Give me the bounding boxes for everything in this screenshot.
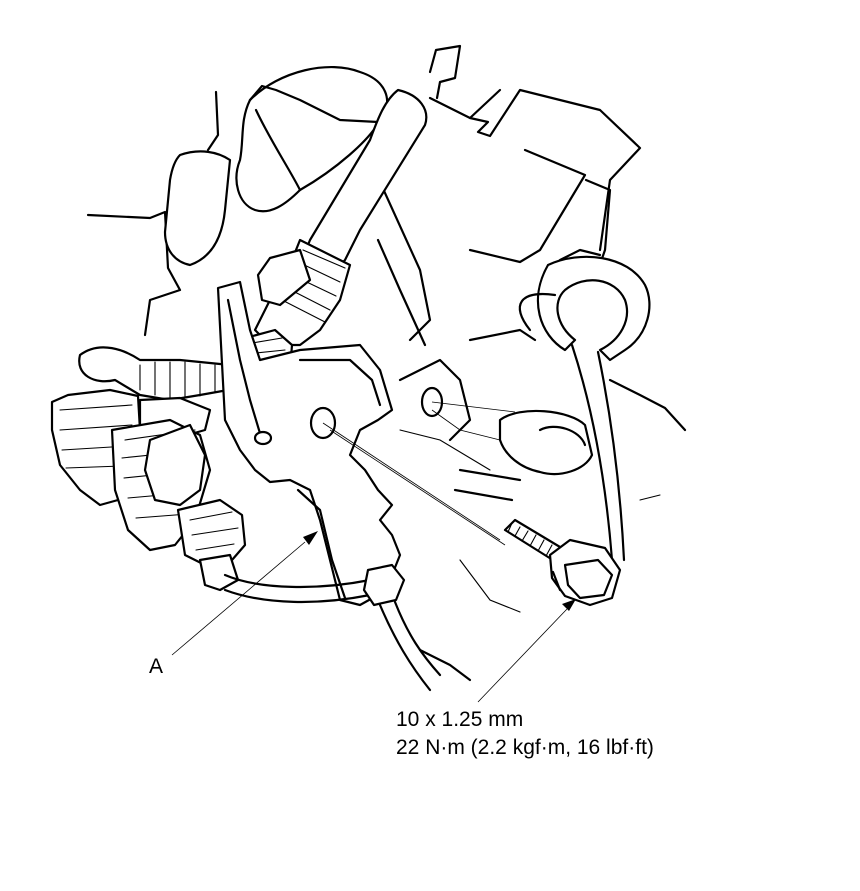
wire-clip-loop xyxy=(223,563,442,692)
part-label-a: A xyxy=(149,655,164,678)
engine-block-outline xyxy=(86,44,687,682)
cover-cap xyxy=(163,65,389,267)
leader-line-bolt xyxy=(477,599,576,703)
assembly-guide-lines xyxy=(322,401,516,546)
bolt-torque-spec: 22 N·m (2.2 kgf·m, 16 lbf·ft) xyxy=(396,736,654,759)
pipe-fitting xyxy=(453,409,594,502)
bolt-10x125 xyxy=(503,518,622,607)
bolt-size-spec: 10 x 1.25 mm xyxy=(396,708,524,731)
leader-line-a xyxy=(171,531,318,656)
dipstick xyxy=(518,255,651,562)
electrical-connectors xyxy=(50,388,247,592)
